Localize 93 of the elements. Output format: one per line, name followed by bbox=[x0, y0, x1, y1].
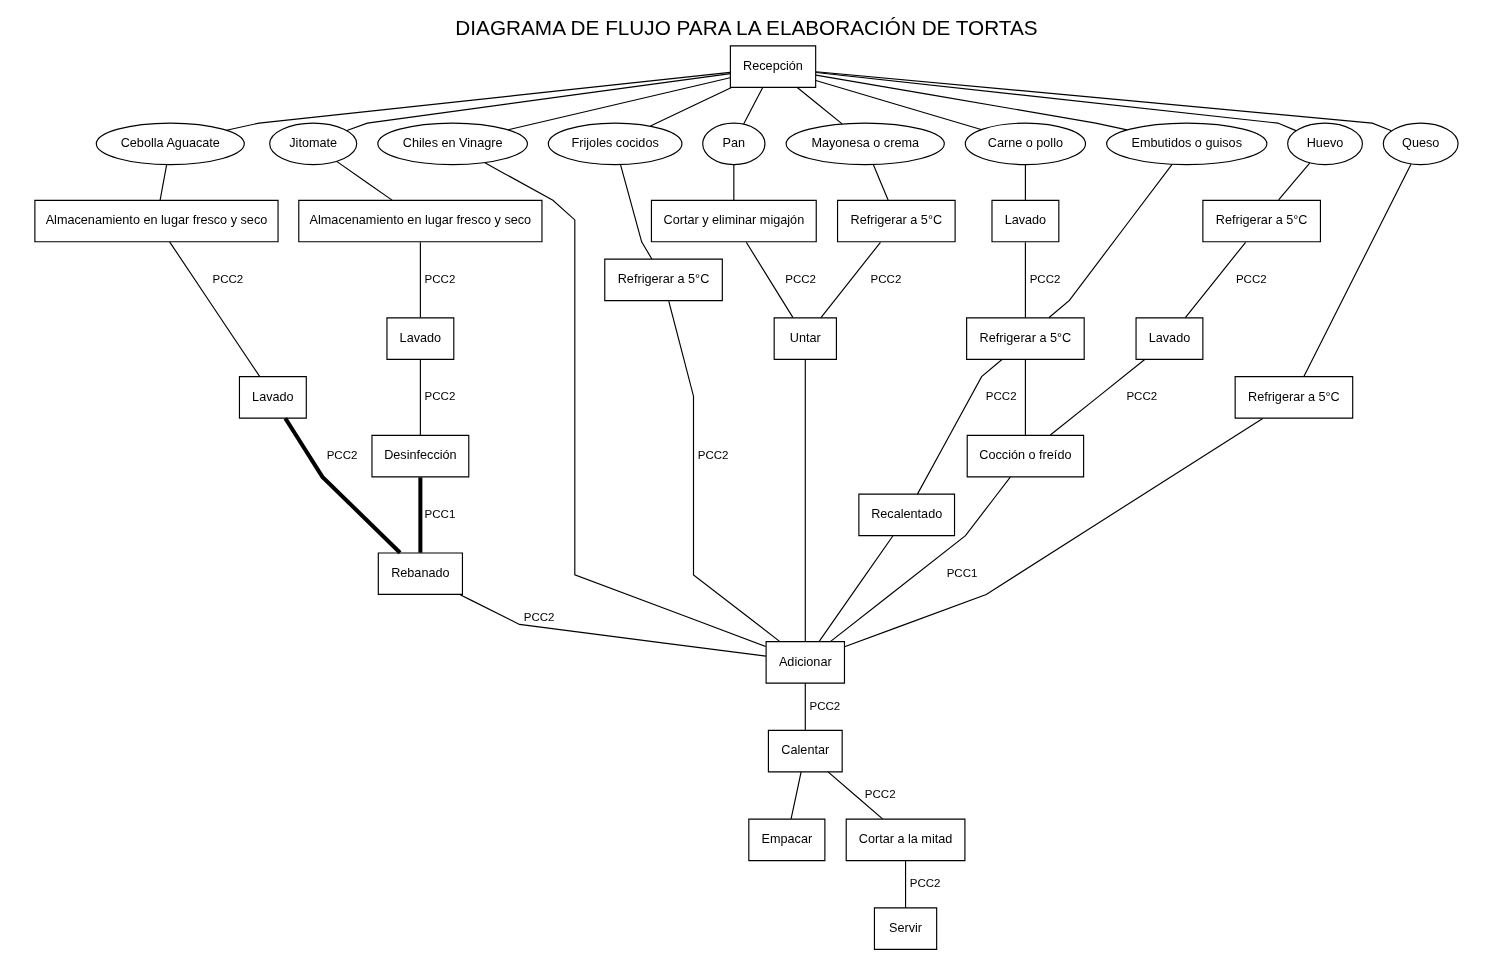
connector bbox=[419, 358, 421, 436]
node-ellipse: Huevo bbox=[1287, 122, 1363, 165]
connector bbox=[815, 70, 1392, 131]
connector bbox=[1303, 163, 1412, 377]
node-box: Refrigerar a 5°C bbox=[1202, 199, 1321, 242]
node-box: Recalentado bbox=[858, 493, 956, 536]
edge-label: PCC2 bbox=[864, 787, 896, 800]
connector bbox=[829, 476, 1011, 642]
edge-label: PCC2 bbox=[985, 389, 1017, 402]
connector bbox=[804, 682, 806, 731]
connector bbox=[1278, 162, 1311, 200]
node-box: Cortar a la mitad bbox=[845, 818, 966, 861]
node-box: Desinfección bbox=[371, 434, 470, 477]
connector bbox=[336, 160, 393, 201]
connector bbox=[804, 358, 806, 642]
edge-label: PCC2 bbox=[523, 610, 555, 623]
connector bbox=[1048, 163, 1173, 318]
connector bbox=[283, 416, 402, 554]
edge-label: PCC2 bbox=[909, 876, 941, 889]
edge-label: PCC2 bbox=[1029, 272, 1061, 285]
node-ellipse: Carne o pollo bbox=[964, 122, 1087, 165]
connector bbox=[1049, 358, 1146, 436]
node-box: Lavado bbox=[238, 375, 307, 419]
edge-label: PCC2 bbox=[1235, 272, 1267, 285]
connector bbox=[815, 79, 982, 130]
node-ellipse: Jitomate bbox=[269, 122, 358, 165]
connector bbox=[1024, 241, 1026, 318]
node-ellipse: Embutidos o guisos bbox=[1106, 122, 1268, 165]
connector bbox=[904, 859, 907, 908]
node-ellipse: Frijoles cocidos bbox=[547, 122, 683, 165]
connector bbox=[790, 770, 802, 819]
connector bbox=[225, 71, 731, 131]
edge-label: PCC2 bbox=[697, 448, 729, 461]
connector bbox=[507, 76, 731, 130]
edge-label: PCC1 bbox=[946, 566, 978, 579]
connector bbox=[169, 240, 261, 377]
node-box: Refrigerar a 5°C bbox=[837, 199, 956, 242]
node-box: Lavado bbox=[386, 316, 455, 360]
connector bbox=[820, 241, 882, 318]
node-box: Lavado bbox=[1135, 316, 1204, 360]
connector bbox=[745, 241, 794, 318]
edge-label: PCC2 bbox=[424, 389, 456, 402]
node-ellipse: Chiles en Vinagre bbox=[377, 122, 528, 165]
edge-label: PCC2 bbox=[212, 272, 244, 285]
node-box: Almacenamiento en lugar fresco y seco bbox=[34, 199, 279, 242]
connector bbox=[827, 770, 884, 819]
node-box: Refrigerar a 5°C bbox=[604, 258, 723, 301]
node-box: Almacenamiento en lugar fresco y seco bbox=[298, 199, 543, 242]
edge-label: PCC2 bbox=[326, 448, 358, 461]
node-ellipse: Queso bbox=[1382, 122, 1459, 165]
node-box: Servir bbox=[873, 906, 938, 950]
node-box: Refrigerar a 5°C bbox=[1234, 375, 1354, 419]
connector bbox=[818, 534, 894, 642]
edge-label: PCC2 bbox=[870, 272, 902, 285]
connector bbox=[796, 86, 843, 124]
node-box: Lavado bbox=[991, 199, 1060, 242]
connector bbox=[346, 72, 731, 131]
node-box: Rebanado bbox=[377, 551, 463, 595]
diagram-title: DIAGRAMA DE FLUJO PARA LA ELABORACIÓN DE TORTAS bbox=[455, 15, 1038, 39]
connector bbox=[649, 86, 733, 126]
connector bbox=[1024, 358, 1026, 436]
connector bbox=[619, 163, 653, 259]
node-box: Calentar bbox=[767, 729, 843, 772]
connector bbox=[159, 163, 168, 201]
edge-label: PCC2 bbox=[809, 699, 841, 712]
connector bbox=[1024, 163, 1026, 201]
connector bbox=[418, 476, 423, 553]
node-box: Adicionar bbox=[765, 640, 846, 684]
edge-label: PCC2 bbox=[785, 272, 817, 285]
edge-label: PCC2 bbox=[1126, 389, 1158, 402]
node-box: Cocción o freído bbox=[966, 434, 1085, 477]
connector bbox=[815, 71, 1297, 131]
connector bbox=[743, 86, 764, 124]
connector bbox=[668, 299, 781, 642]
connector bbox=[815, 74, 1128, 130]
connector bbox=[1184, 241, 1247, 318]
edge-label: PCC2 bbox=[424, 272, 456, 285]
connector bbox=[844, 417, 1264, 647]
node-box: Refrigerar a 5°C bbox=[966, 316, 1085, 360]
node-ellipse: Pan bbox=[702, 122, 766, 165]
node-box: Empacar bbox=[748, 818, 826, 861]
connector bbox=[733, 163, 735, 201]
node-box: Recepción bbox=[729, 44, 817, 88]
connector bbox=[916, 358, 1003, 495]
connector bbox=[419, 241, 421, 318]
node-ellipse: Cebolla Aguacate bbox=[95, 122, 245, 165]
node-box: Untar bbox=[773, 316, 837, 360]
connector bbox=[459, 593, 767, 657]
connector bbox=[872, 163, 889, 201]
edge-label: PCC1 bbox=[424, 507, 456, 520]
connector bbox=[484, 161, 767, 647]
node-box: Cortar y eliminar migajón bbox=[650, 199, 817, 242]
node-ellipse: Mayonesa o crema bbox=[785, 122, 945, 165]
